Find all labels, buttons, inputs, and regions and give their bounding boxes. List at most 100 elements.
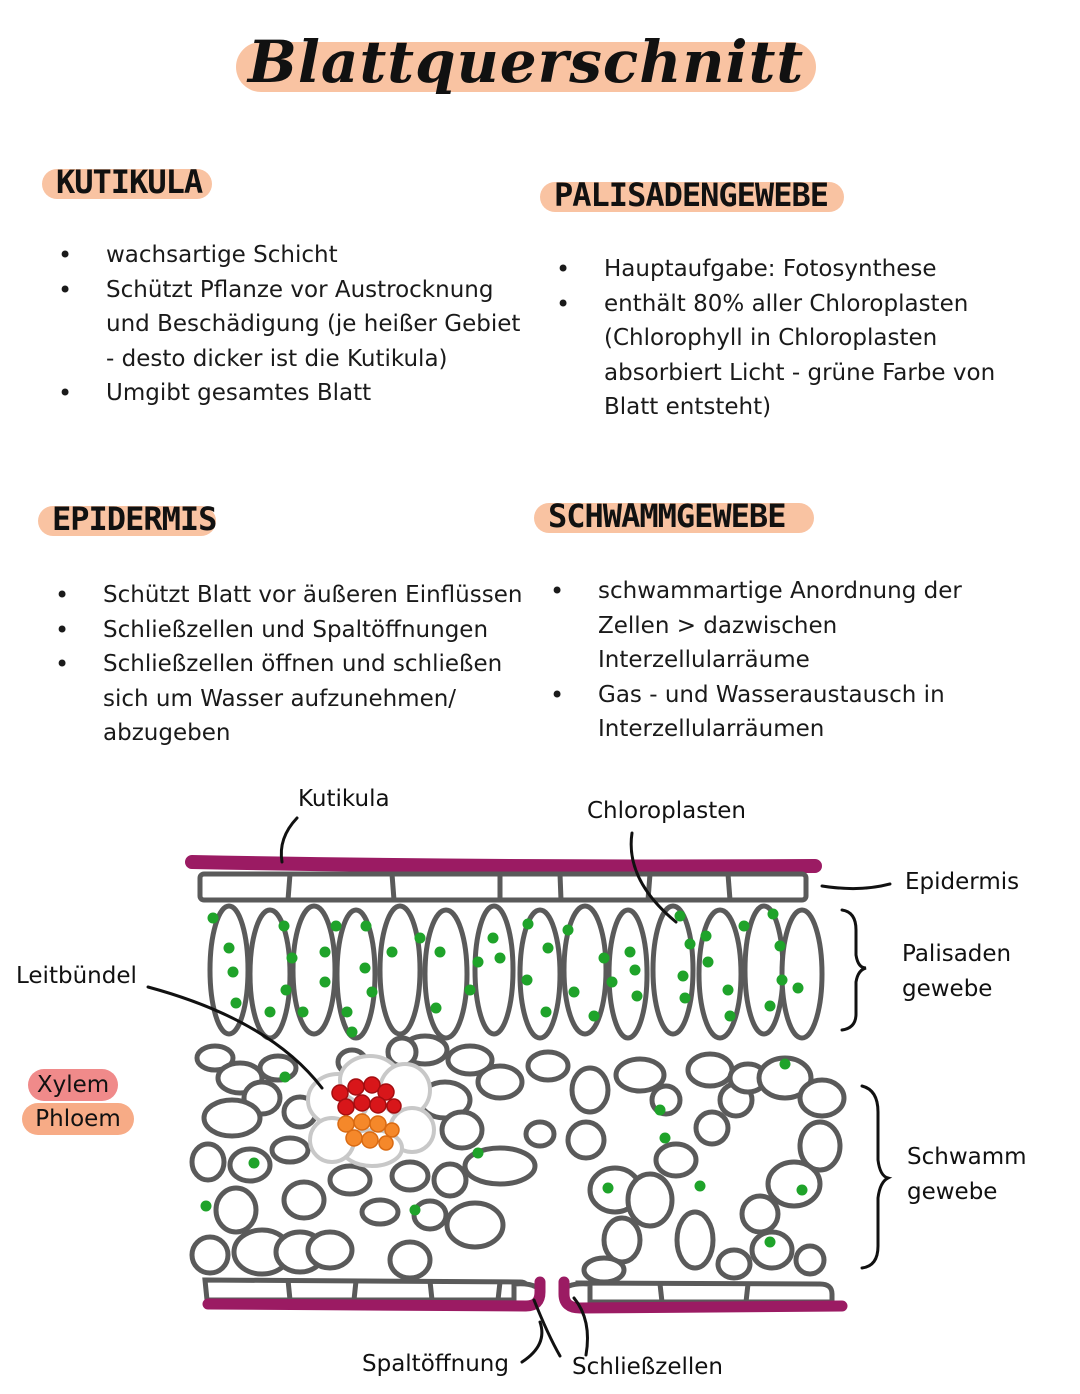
spongy-cell: [387, 1239, 433, 1281]
spongy-cell: [475, 1063, 525, 1101]
spongy-cell: [797, 1077, 847, 1119]
chloroplast-dot: [542, 942, 554, 954]
chloroplast-dot: [606, 976, 618, 988]
palisade-cell: [377, 903, 423, 1037]
spongy-cell: [765, 1159, 823, 1209]
title-highlight: [236, 42, 816, 92]
chloroplast-dot: [430, 1002, 442, 1014]
spongy-cell: [739, 1193, 781, 1235]
chloroplast-dot: [631, 990, 643, 1002]
chloroplast-dot: [694, 1180, 706, 1192]
palisade-bracket: [840, 908, 867, 1032]
chloroplast-dot: [674, 910, 686, 922]
palisade-cell: [472, 903, 516, 1037]
spongy-cell: [523, 1119, 557, 1149]
chloroplast-dot: [264, 1006, 276, 1018]
heading-highlight: [534, 503, 814, 533]
spongy-cell: [715, 1247, 753, 1281]
chloroplast-dot: [248, 1157, 260, 1169]
chloroplast-dot: [540, 1006, 552, 1018]
label-schliesszellen: Schließzellen: [572, 1354, 723, 1380]
chloroplast-dot: [207, 912, 219, 924]
spongy-cell: [281, 1179, 327, 1221]
spongy-cell: [257, 1053, 299, 1083]
label-epidermis: Epidermis: [905, 869, 1020, 895]
chloroplast-dot: [724, 1010, 736, 1022]
chloroplast-dot: [279, 1071, 291, 1083]
spongy-cell: [269, 1135, 311, 1165]
chloroplast-dot: [330, 920, 342, 932]
spongy-cell: [569, 1065, 611, 1115]
label-spaltoeffnung: Spaltöffnung: [362, 1351, 509, 1377]
spongy-cell: [674, 1209, 716, 1271]
label-palisaden-gewebe: gewebe: [902, 976, 993, 1002]
chloroplast-dot: [702, 956, 714, 968]
heading-palisadengewebe-label: PALISADENGEWEBE: [554, 176, 829, 214]
palisadengewebe-list: Hauptaufgabe: Fotosynthese enthält 80% a…: [556, 252, 1026, 425]
spongy-cell: [444, 1200, 506, 1250]
spongy-cell: [793, 1243, 827, 1277]
chloroplast-dot: [494, 952, 506, 964]
chloroplast-dot: [779, 1058, 791, 1070]
chloroplast-dot: [319, 946, 331, 958]
upper-epidermis: [197, 871, 809, 903]
chloroplast-dot: [286, 952, 298, 964]
chloroplast-dot: [319, 976, 331, 988]
spongy-cell: [581, 1255, 627, 1285]
chloroplast-dot: [792, 982, 804, 994]
label-chloroplasten: Chloroplasten: [587, 798, 746, 824]
chloroplast-dot: [414, 932, 426, 944]
spongy-cell: [201, 1097, 263, 1139]
chloroplast-dot: [386, 946, 398, 958]
chloroplast-dot: [659, 1132, 671, 1144]
palisade-cell: [779, 907, 825, 1041]
spongy-cell: [653, 1141, 699, 1179]
chloroplast-dot: [738, 920, 750, 932]
list-item: Schützt Pflanze vor Austrocknung und Bes…: [58, 273, 528, 377]
title-block: Blattquerschnitt: [236, 28, 816, 96]
palisade-cell: [517, 907, 563, 1041]
spongy-cell: [445, 1043, 495, 1077]
spongy-cell: [693, 1109, 731, 1147]
palisade-cell: [561, 903, 609, 1037]
list-item: wachsartige Schicht: [58, 238, 528, 273]
spongy-bracket: [860, 1084, 893, 1270]
palisade-cell: [422, 907, 470, 1041]
spongy-cell: [525, 1049, 571, 1083]
palisade-cell: [334, 907, 378, 1041]
legend-xylem: Xylem: [28, 1069, 118, 1101]
phloem-cells: [337, 1113, 400, 1151]
chloroplast-dot: [522, 918, 534, 930]
chloroplast-dot: [568, 986, 580, 998]
chloroplast-dot: [767, 908, 779, 920]
heading-epidermis-label: EPIDERMIS: [52, 500, 217, 538]
list-item: enthält 80% aller Chloroplasten (Chlorop…: [556, 287, 1026, 425]
spongy-cell: [431, 1161, 469, 1199]
list-item: Schließzellen und Spaltöffnungen: [55, 613, 530, 648]
leader-lines: [146, 816, 893, 1364]
chloroplast-dot: [684, 938, 696, 950]
chloroplast-dot: [796, 1184, 808, 1196]
page-title: Blattquerschnitt: [247, 28, 805, 96]
spongy-cell: [389, 1159, 431, 1193]
chloroplast-dot: [598, 952, 610, 964]
spongy-cell: [565, 1119, 607, 1161]
chloroplast-dot: [602, 1182, 614, 1194]
spongy-cell: [601, 1215, 643, 1265]
label-kutikula: Kutikula: [298, 786, 390, 812]
chloroplast-dot: [227, 966, 239, 978]
palisade-cell: [606, 907, 650, 1041]
chloroplast-dot: [776, 974, 788, 986]
spongy-cell: [194, 1043, 236, 1073]
chloroplast-dot: [359, 962, 371, 974]
chloroplast-dot: [722, 984, 734, 996]
chloroplast-dot: [341, 1006, 353, 1018]
chloroplast-dot: [200, 1200, 212, 1212]
heading-highlight: [38, 506, 216, 536]
label-schwamm: Schwamm: [907, 1144, 1027, 1170]
spongy-cell: [411, 1198, 449, 1232]
list-item: schwammartige Anordnung der Zellen > daz…: [550, 574, 1020, 678]
spongy-cell: [327, 1163, 373, 1197]
legend-phloem: Phloem: [22, 1103, 134, 1135]
